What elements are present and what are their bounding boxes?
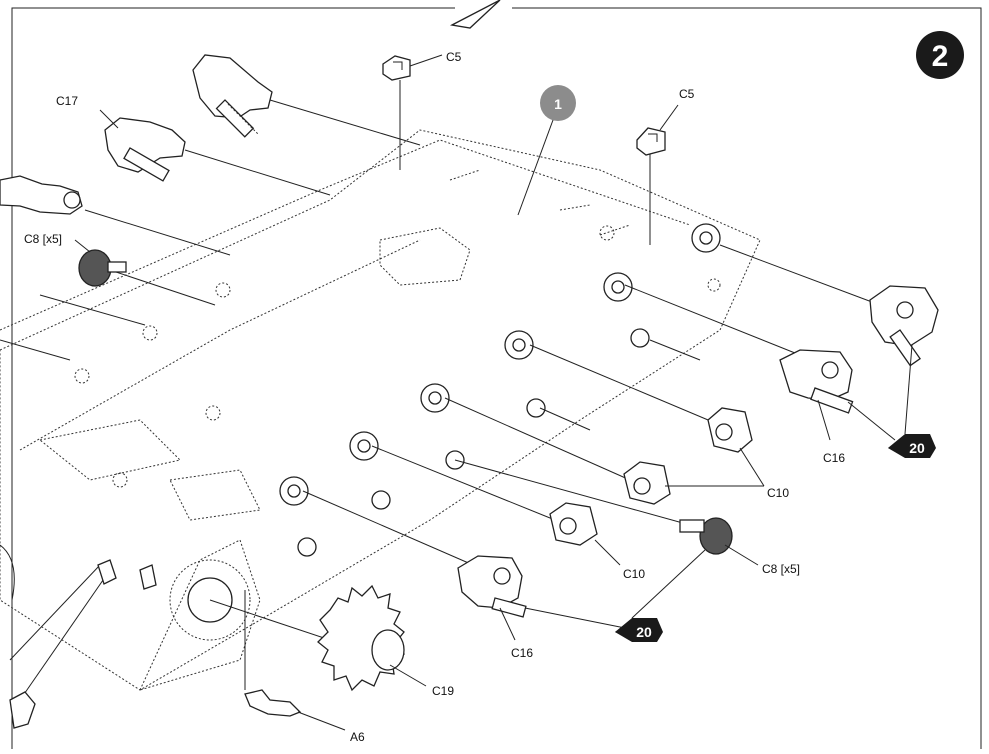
knurled-roller-c8-top [74, 239, 127, 287]
chassis-bearings [279, 223, 721, 557]
arrow-marker-icon [449, 0, 501, 29]
callout-number: 1 [554, 96, 562, 112]
label-a6: A6 [350, 730, 365, 744]
ref-badge-right: 20 [847, 344, 936, 458]
label-c10-bottom: C10 [623, 567, 645, 581]
chassis-plate [0, 129, 761, 691]
clutch-unit-c16-right [779, 349, 854, 441]
bracket-bottom-left [0, 544, 157, 729]
step-number: 2 [932, 40, 949, 73]
clutch-unit-c16-bottom [457, 555, 626, 641]
knurled-roller-c8-bottom [679, 517, 759, 566]
ref-badge-bottom: 20 [615, 549, 706, 642]
lever-a6 [244, 689, 346, 731]
label-c19: C19 [432, 684, 454, 698]
bushing-c10-c [549, 502, 598, 546]
bushing-c10-b [623, 461, 671, 505]
page-frame [11, 0, 982, 749]
label-c8-top: C8 [x5] [24, 232, 62, 246]
label-c16-bottom: C16 [511, 646, 533, 660]
label-c16-right: C16 [823, 451, 845, 465]
gear-c19 [317, 584, 427, 692]
ref-badge-right-number: 20 [909, 440, 925, 456]
roller-unit-top-left [192, 54, 273, 138]
clip-c5-right [636, 104, 679, 156]
bushing-c10-a [707, 407, 753, 453]
label-c17: C17 [56, 94, 78, 108]
ref-badge-bottom-number: 20 [636, 624, 652, 640]
clutch-unit-c16-far-right [869, 285, 939, 367]
roller-unit-left [0, 175, 83, 215]
clip-c5-left [382, 54, 443, 81]
callout-badge: 1 [517, 85, 576, 216]
roller-unit-c17 [99, 109, 186, 182]
step-badge: 2 [916, 31, 964, 79]
label-c5-left: C5 [446, 50, 462, 64]
label-c10-right: C10 [767, 486, 789, 500]
label-c5-right: C5 [679, 87, 695, 101]
label-c8-bottom: C8 [x5] [762, 562, 800, 576]
leader-lines [0, 80, 881, 701]
